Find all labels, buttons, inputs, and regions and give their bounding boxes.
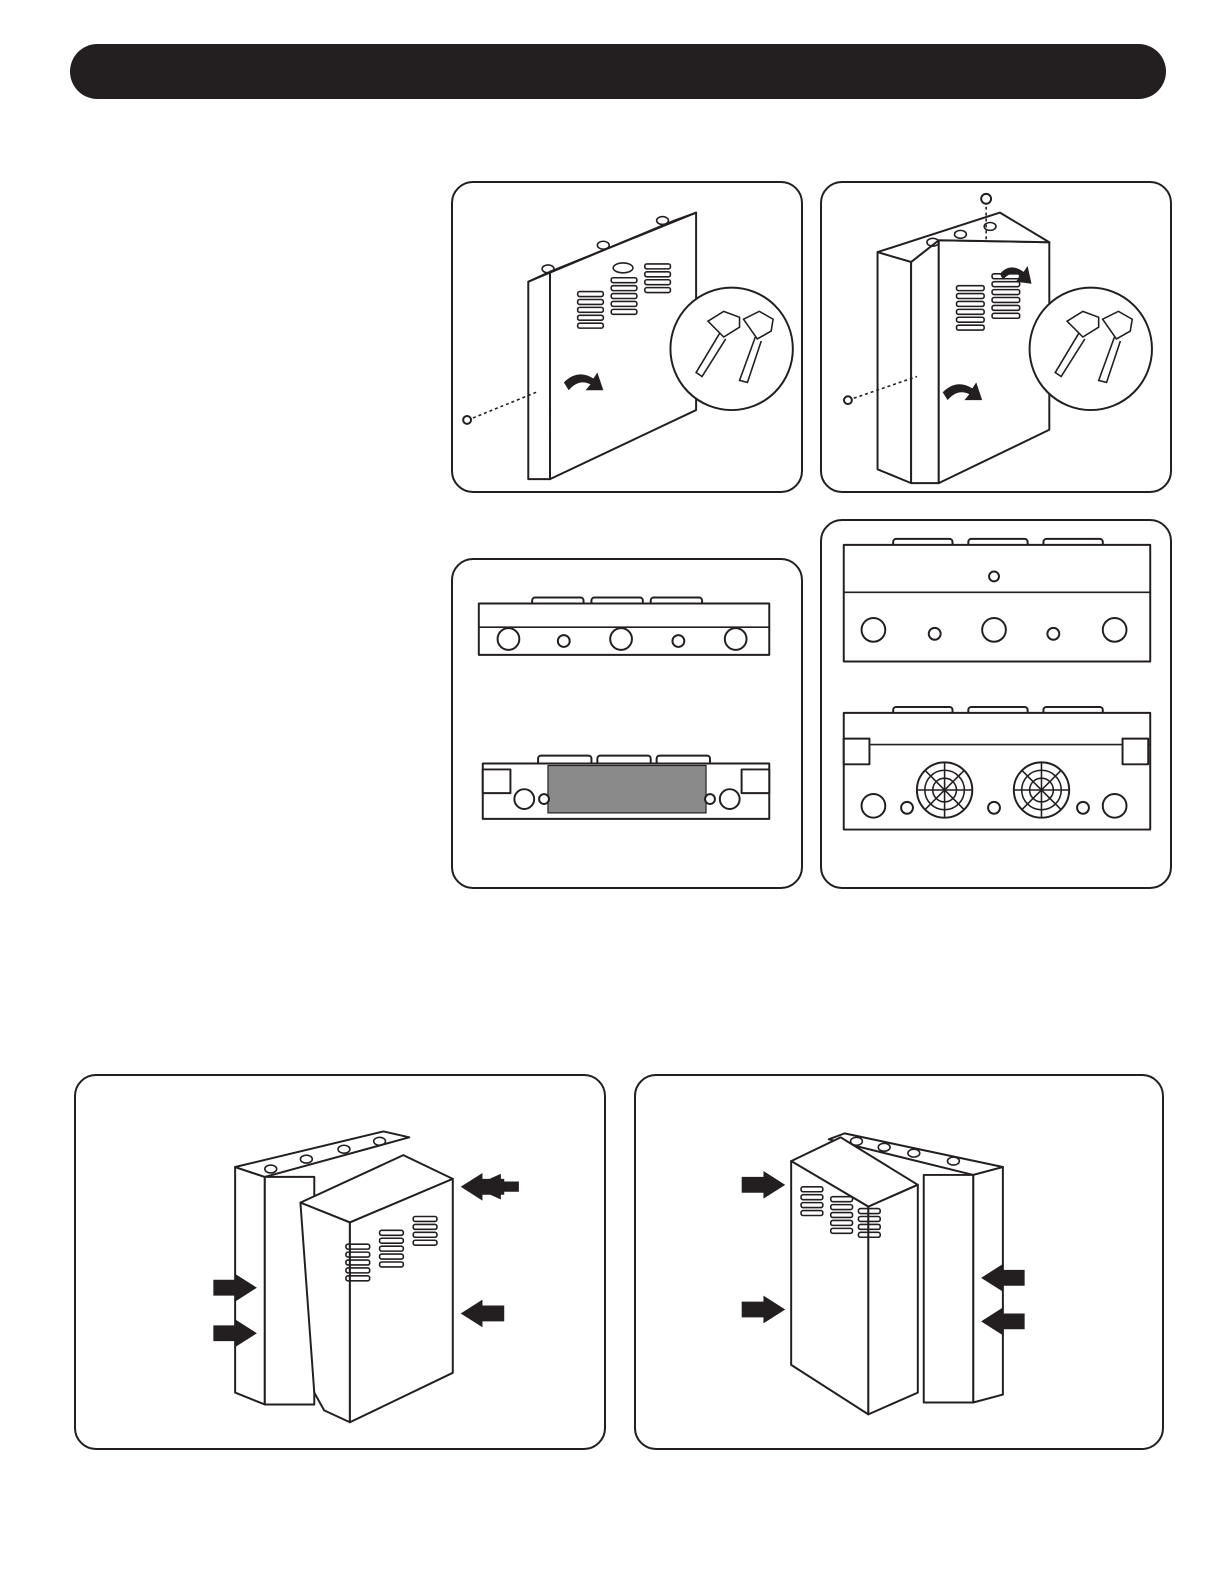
cabinet-door-removal-right — [636, 1076, 1162, 1448]
figure-panel-door-left — [74, 1074, 606, 1450]
keys-icon — [670, 288, 792, 410]
cabinet-top-bottom-view-large — [822, 521, 1170, 887]
push-arrow-icon — [742, 1296, 786, 1324]
push-arrow-icon — [461, 1300, 505, 1328]
keys-icon — [1030, 288, 1152, 410]
push-arrow-icon — [742, 1171, 786, 1199]
figure-panel-front-lock — [451, 181, 803, 493]
cabinet-top-bottom-view-small — [453, 560, 801, 887]
cabinet-door-removal-left — [76, 1076, 604, 1448]
figure-panel-door-right — [634, 1074, 1164, 1450]
figure-panel-top-bottom-large — [820, 519, 1172, 889]
cabinet-front-lock-illustration — [453, 183, 801, 491]
fan-icon — [917, 762, 972, 817]
figure-panel-top-bottom-small — [451, 558, 803, 889]
cabinet-top-lock-illustration — [822, 183, 1170, 491]
figure-panel-top-lock — [820, 181, 1172, 493]
fan-icon — [1014, 762, 1069, 817]
mesh-grille — [548, 765, 706, 812]
section-header-bar — [70, 44, 1166, 99]
